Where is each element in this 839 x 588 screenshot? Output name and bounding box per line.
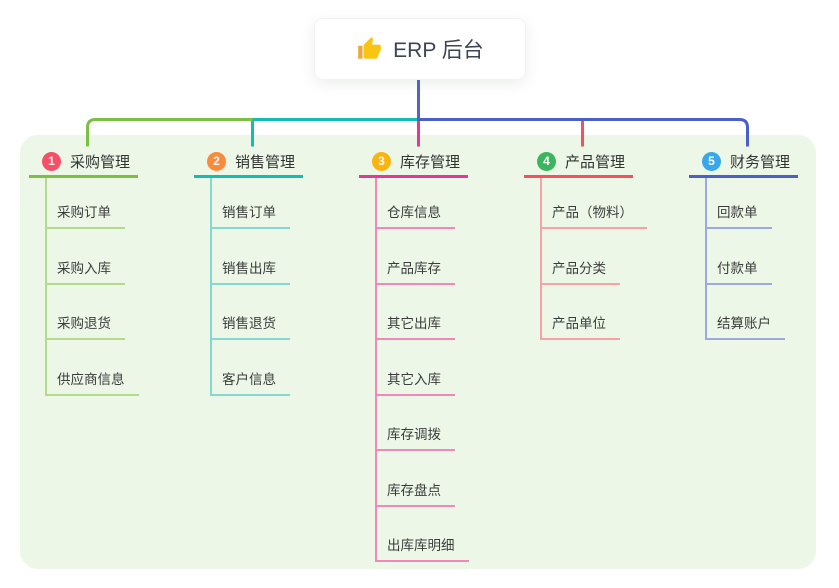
root-title: ERP 后台 [393, 39, 484, 62]
child-node[interactable]: 采购订单 [45, 178, 125, 229]
child-label: 采购退货 [57, 316, 111, 331]
child-node[interactable]: 销售出库 [210, 229, 290, 285]
child-label: 结算账户 [717, 316, 771, 331]
branch-header-purchase[interactable]: 1 采购管理 [29, 148, 138, 178]
child-label: 出库库明细 [387, 538, 455, 553]
branch-number-badge: 2 [207, 152, 226, 171]
child-node[interactable]: 其它入库 [375, 340, 455, 396]
child-label: 供应商信息 [57, 371, 125, 387]
branch-title: 销售管理 [235, 154, 296, 171]
branch-children: 回款单 付款单 结算账户 [689, 178, 798, 340]
child-label: 采购订单 [57, 205, 111, 220]
branch-title: 采购管理 [70, 154, 131, 171]
branch-number-badge: 4 [537, 152, 556, 171]
child-node[interactable]: 客户信息 [210, 340, 290, 396]
branch-number-badge: 5 [702, 152, 721, 171]
branch-header-inventory[interactable]: 3 库存管理 [359, 148, 468, 178]
child-label: 销售出库 [222, 260, 276, 276]
child-node[interactable]: 付款单 [705, 229, 772, 285]
child-node[interactable]: 产品分类 [540, 229, 620, 285]
child-label: 仓库信息 [387, 205, 441, 220]
child-node[interactable]: 销售退货 [210, 285, 290, 340]
branch-number-badge: 1 [42, 152, 61, 171]
child-label: 客户信息 [222, 371, 276, 387]
child-label: 库存盘点 [387, 482, 441, 498]
child-node[interactable]: 库存调拨 [375, 396, 455, 451]
branches-panel [20, 135, 816, 569]
child-label: 回款单 [717, 205, 758, 220]
child-label: 产品单位 [552, 316, 606, 331]
child-label: 产品（物料） [552, 205, 633, 220]
branch-product: 4 产品管理 产品（物料） 产品分类 产品单位 [524, 148, 647, 340]
branch-header-sales[interactable]: 2 销售管理 [194, 148, 303, 178]
child-node[interactable]: 产品单位 [540, 285, 620, 340]
branch-number-badge: 3 [372, 152, 391, 171]
child-node[interactable]: 产品库存 [375, 229, 455, 285]
branch-sales: 2 销售管理 销售订单 销售出库 销售退货 客户信息 [194, 148, 303, 396]
child-label: 采购入库 [57, 260, 111, 276]
child-node[interactable]: 其它出库 [375, 285, 455, 340]
branch-finance: 5 财务管理 回款单 付款单 结算账户 [689, 148, 798, 340]
child-label: 产品库存 [387, 260, 441, 276]
branch-inventory: 3 库存管理 仓库信息 产品库存 其它出库 其它入库 库存调拨 库存盘点 出库库… [359, 148, 469, 562]
branch-title: 产品管理 [565, 154, 626, 171]
child-node[interactable]: 回款单 [705, 178, 772, 229]
branch-children: 采购订单 采购入库 采购退货 供应商信息 [29, 178, 139, 396]
child-node[interactable]: 采购入库 [45, 229, 125, 285]
child-node[interactable]: 出库库明细 [375, 507, 469, 562]
branch-header-product[interactable]: 4 产品管理 [524, 148, 633, 178]
child-node[interactable]: 采购退货 [45, 285, 125, 340]
child-node[interactable]: 结算账户 [705, 285, 785, 340]
child-label: 产品分类 [552, 260, 606, 276]
branch-children: 仓库信息 产品库存 其它出库 其它入库 库存调拨 库存盘点 出库库明细 [359, 178, 469, 562]
child-label: 销售订单 [222, 205, 276, 220]
child-label: 付款单 [717, 260, 758, 276]
branch-title: 财务管理 [730, 154, 791, 171]
child-label: 库存调拨 [387, 427, 441, 442]
root-node[interactable]: ERP 后台 [314, 18, 526, 80]
branch-children: 销售订单 销售出库 销售退货 客户信息 [194, 178, 303, 396]
child-node[interactable]: 供应商信息 [45, 340, 139, 396]
branch-title: 库存管理 [400, 154, 461, 171]
child-label: 其它入库 [387, 371, 441, 387]
child-node[interactable]: 产品（物料） [540, 178, 647, 229]
thumbs-up-icon [358, 37, 382, 59]
child-label: 销售退货 [222, 316, 276, 331]
branch-children: 产品（物料） 产品分类 产品单位 [524, 178, 647, 340]
child-node[interactable]: 仓库信息 [375, 178, 455, 229]
child-label: 其它出库 [387, 316, 441, 331]
branch-header-finance[interactable]: 5 财务管理 [689, 148, 798, 178]
branch-purchase: 1 采购管理 采购订单 采购入库 采购退货 供应商信息 [29, 148, 139, 396]
child-node[interactable]: 库存盘点 [375, 451, 455, 507]
child-node[interactable]: 销售订单 [210, 178, 290, 229]
